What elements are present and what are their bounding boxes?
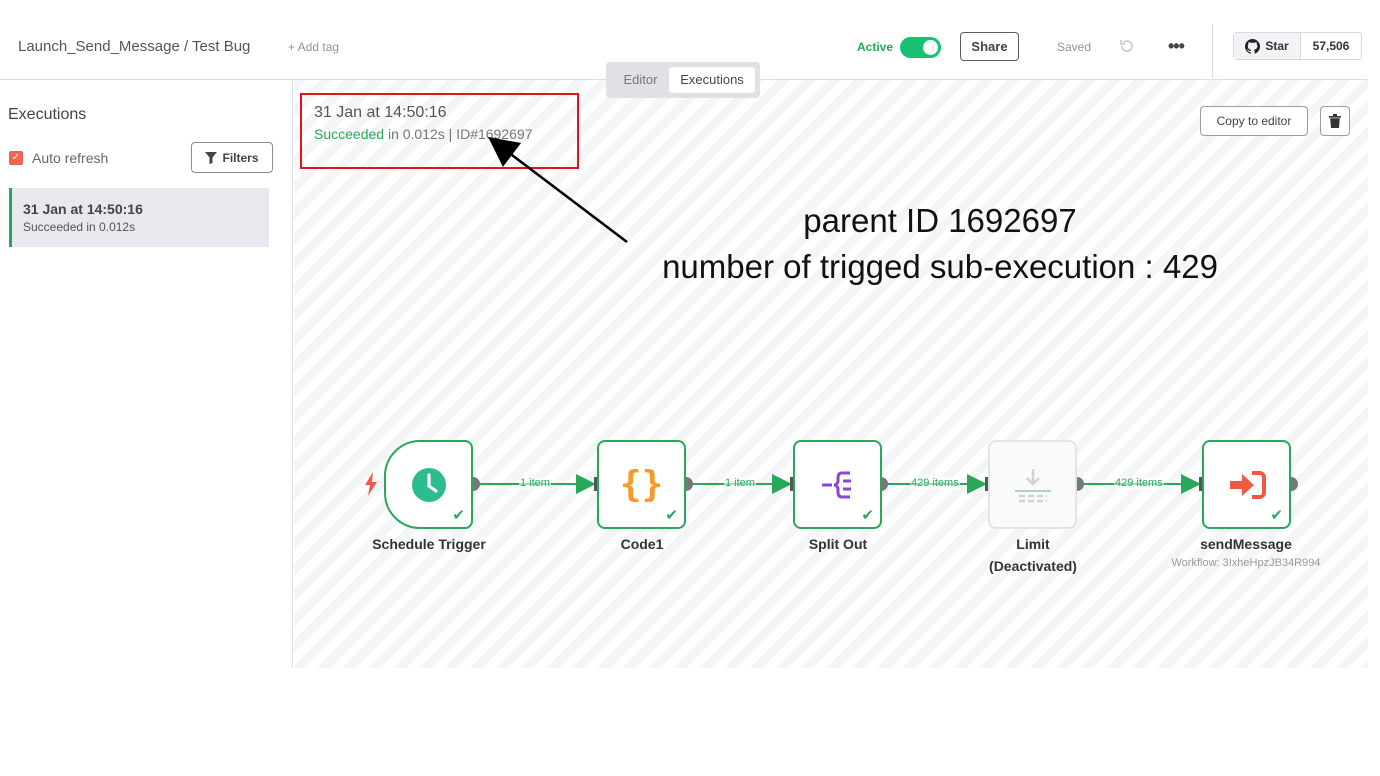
success-check-icon: ✔ [1270, 507, 1283, 524]
node-label-name: Limit [1016, 536, 1050, 552]
add-tag-link[interactable]: + Add tag [288, 40, 340, 54]
execute-workflow-icon [1204, 442, 1289, 527]
header-divider [1212, 24, 1213, 78]
filters-label: Filters [222, 150, 259, 165]
execution-item-status: Succeeded in 0.012s [23, 220, 136, 234]
edge-label: 429 items [910, 477, 960, 489]
node-split-out[interactable]: ✔ [793, 440, 882, 529]
success-check-icon: ✔ [861, 507, 874, 524]
workflow-canvas[interactable] [294, 80, 1368, 668]
node-subtitle: Workflow: 3IxheHpzJB34R994 [1171, 557, 1321, 569]
auto-refresh-checkbox[interactable]: ✓ Auto refresh [9, 150, 108, 166]
success-check-icon: ✔ [452, 507, 465, 524]
tab-editor[interactable]: Editor [623, 72, 658, 87]
annotation-line-1: parent ID 1692697 [803, 202, 1077, 239]
workflow-name[interactable]: Launch_Send_Message / Test Bug [18, 38, 251, 55]
node-code1[interactable]: {} ✔ [597, 440, 686, 529]
execution-item-date: 31 Jan at 14:50:16 [23, 201, 143, 217]
node-label: Limit (Deactivated) [943, 533, 1123, 577]
annotation-arrow [488, 136, 628, 243]
node-limit-deactivated[interactable] [988, 440, 1077, 529]
node-label: Schedule Trigger [372, 536, 486, 552]
auto-refresh-label: Auto refresh [32, 150, 109, 166]
node-label-status: (Deactivated) [989, 558, 1077, 574]
copy-to-editor-button[interactable]: Copy to editor [1200, 106, 1308, 136]
execution-date: 31 Jan at 14:50:16 [314, 104, 447, 121]
github-star-widget[interactable]: Star 57,506 [1233, 32, 1362, 60]
checkbox-checked-icon[interactable]: ✓ [9, 151, 23, 165]
clock-icon [386, 442, 471, 527]
edge-label: 1 item [519, 477, 551, 489]
node-label: sendMessage [1200, 536, 1292, 552]
share-button[interactable]: Share [960, 32, 1019, 61]
sidebar-title: Executions [8, 106, 87, 123]
execution-list-item[interactable]: 31 Jan at 14:50:16 Succeeded in 0.012s [9, 188, 269, 247]
github-icon [1245, 38, 1261, 54]
filters-button[interactable]: Filters [191, 142, 273, 173]
node-label: Code1 [620, 536, 664, 552]
history-icon[interactable] [1119, 38, 1135, 54]
view-tabs: Editor Executions [606, 62, 760, 98]
active-toggle[interactable] [900, 37, 941, 58]
github-star-label: Star [1265, 39, 1289, 53]
delete-execution-button[interactable] [1320, 106, 1350, 136]
code-braces-icon: {} [619, 464, 664, 505]
tab-executions[interactable]: Executions [669, 67, 755, 93]
saved-status: Saved [1057, 40, 1092, 54]
github-star-count[interactable]: 57,506 [1312, 39, 1350, 53]
filter-icon [205, 151, 218, 164]
node-send-message[interactable]: ✔ [1202, 440, 1291, 529]
trigger-bolt-icon [365, 472, 377, 496]
edge-label: 1 item [724, 477, 756, 489]
split-out-icon [795, 442, 880, 527]
annotation-text: parent ID 1692697 number of trigged sub-… [620, 198, 1260, 290]
limit-icon [990, 442, 1075, 527]
more-options-icon[interactable]: ••• [1168, 36, 1185, 56]
executions-sidebar: Executions ✓ Auto refresh Filters 31 Jan… [0, 80, 293, 668]
edge-label: 429 items [1114, 477, 1164, 489]
toggle-knob [923, 40, 938, 55]
trash-icon [1329, 114, 1341, 128]
success-check-icon: ✔ [665, 507, 678, 524]
github-star-button[interactable]: Star [1234, 33, 1301, 59]
annotation-line-2: number of trigged sub-execution : 429 [662, 248, 1218, 285]
execution-header-highlight: 31 Jan at 14:50:16 Succeeded in 0.012s |… [300, 93, 579, 169]
node-schedule-trigger[interactable]: ✔ [384, 440, 473, 529]
node-label: Split Out [808, 536, 868, 552]
execution-status: Succeeded [314, 126, 385, 142]
active-label: Active [857, 40, 894, 54]
